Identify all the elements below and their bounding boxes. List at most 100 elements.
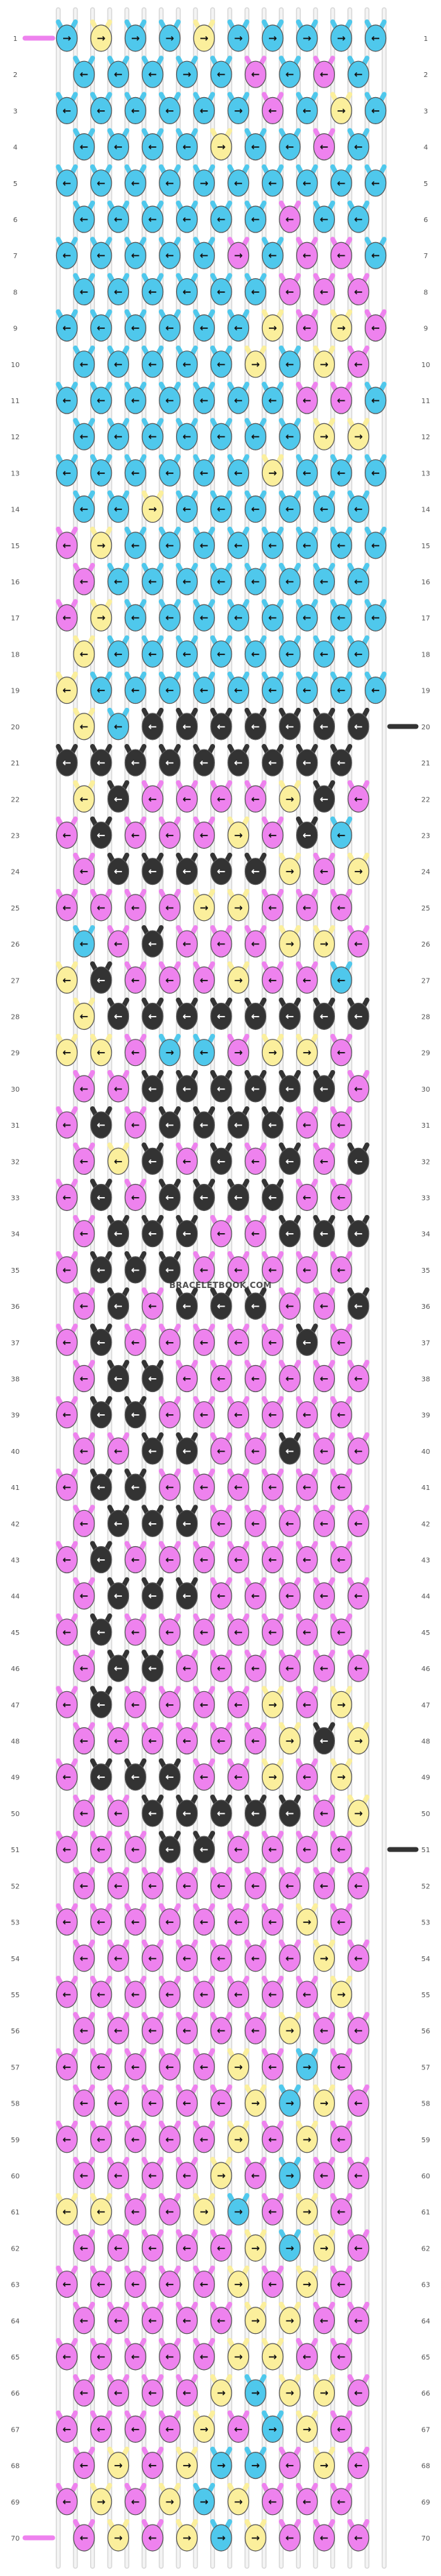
row-number-right: 65 [422,2354,431,2362]
knot-circle [90,894,112,922]
arrow-left-icon: ← [200,394,209,407]
arrow-left-icon: ← [148,358,157,371]
knot-circle [296,1111,318,1139]
row-number-left: 39 [11,1412,20,1420]
knot-circle [347,640,370,668]
arrow-left-icon: ← [371,466,380,479]
knot: ← [89,1396,112,1429]
arrow-right-icon: → [302,2205,311,2218]
knot: ← [347,345,370,378]
arrow-left-icon: ← [200,539,209,552]
knot: ← [279,635,301,668]
row-number-left: 3 [13,108,17,115]
knot-circle [330,966,352,994]
knot: ← [73,925,95,958]
arrow-left-icon: ← [217,720,226,733]
knot: → [227,2120,250,2153]
row-number-right: 17 [422,615,431,622]
knot: ← [279,128,301,161]
knot-circle [141,930,164,958]
knot-circle [244,423,267,450]
knot-circle [313,640,336,668]
arrow-left-icon: ← [320,720,329,733]
knot-circle [55,96,78,125]
knot-row: ←←←←←←←←← [55,744,353,777]
arrow-left-icon: ← [302,1698,311,1711]
knot: ← [261,671,284,704]
knot: → [261,1686,284,1718]
knot: ← [55,1831,78,1863]
row-number-right: 4 [424,144,428,152]
knot: ← [193,1903,216,1936]
knot-row: ←←←←←←←←← [55,1468,353,1501]
arrow-left-icon: ← [114,1155,123,1167]
knot: ← [158,1975,181,2008]
knot-circle [330,1401,352,1429]
arrow-left-icon: ← [114,938,123,950]
arrow-left-icon: ← [166,466,175,479]
row-number-left: 43 [11,1557,20,1565]
knot-circle [73,1220,95,1248]
arrow-left-icon: ← [80,575,89,588]
knot-circle [347,205,370,233]
knot-row: ←←←←←→←←← [55,816,353,849]
arrow-left-icon: ← [148,865,157,878]
knot: ← [244,1577,267,1610]
knot: ← [313,1867,336,1899]
knot-circle [330,314,352,342]
knot: ← [313,56,336,88]
row-number-right: 30 [422,1086,431,1094]
knot: ← [158,599,181,632]
knot: ← [175,2374,198,2407]
knot: → [210,2374,232,2407]
knot-circle [210,1075,232,1103]
knot-circle [107,133,130,161]
arrow-right-icon: → [337,1988,346,2001]
arrow-left-icon: ← [97,104,106,117]
knot-circle [73,640,95,668]
knot-circle [210,1364,232,1393]
knot-circle [330,96,352,125]
arrow-left-icon: ← [354,1952,363,1965]
row-number-right: 26 [422,941,431,949]
knot: ← [295,237,318,269]
arrow-left-icon: ← [337,539,346,552]
knot: ← [347,1867,370,1899]
arrow-left-icon: ← [337,249,346,262]
arrow-left-icon: ← [62,1843,71,1856]
knot: ← [73,1069,95,1103]
knot-circle [175,640,198,668]
knot: ← [107,780,130,813]
row-number-right: 18 [422,651,431,659]
knot-circle [107,568,130,595]
arrow-right-icon: → [234,2060,243,2073]
arrow-left-icon: ← [302,2350,311,2363]
knot-circle [279,1437,301,1465]
knot: ← [364,19,387,52]
knot: ← [295,92,318,125]
arrow-left-icon: ← [251,1228,260,1240]
arrow-left-icon: ← [80,213,89,226]
knot-circle [365,314,387,342]
knot: ← [244,852,267,886]
knot: → [330,92,353,125]
arrow-left-icon: ← [251,865,260,878]
knot-circle [279,785,301,813]
arrow-right-icon: → [234,829,243,841]
knot: ← [364,454,387,487]
knot: ← [364,526,387,559]
row-number-left: 20 [11,724,20,731]
arrow-right-icon: → [182,68,191,80]
knot: → [295,1033,318,1067]
arrow-left-icon: ← [62,1988,71,2001]
knot: ← [158,382,181,414]
row-number-right: 15 [422,543,431,550]
arrow-left-icon: ← [302,756,311,769]
knot: ← [347,1287,370,1320]
knot-circle [90,604,112,632]
knot: ← [210,1432,232,1465]
arrow-left-icon: ← [166,104,175,117]
arrow-left-icon: ← [268,611,277,624]
arrow-left-icon: ← [80,2024,89,2037]
knot: ← [313,1069,336,1103]
